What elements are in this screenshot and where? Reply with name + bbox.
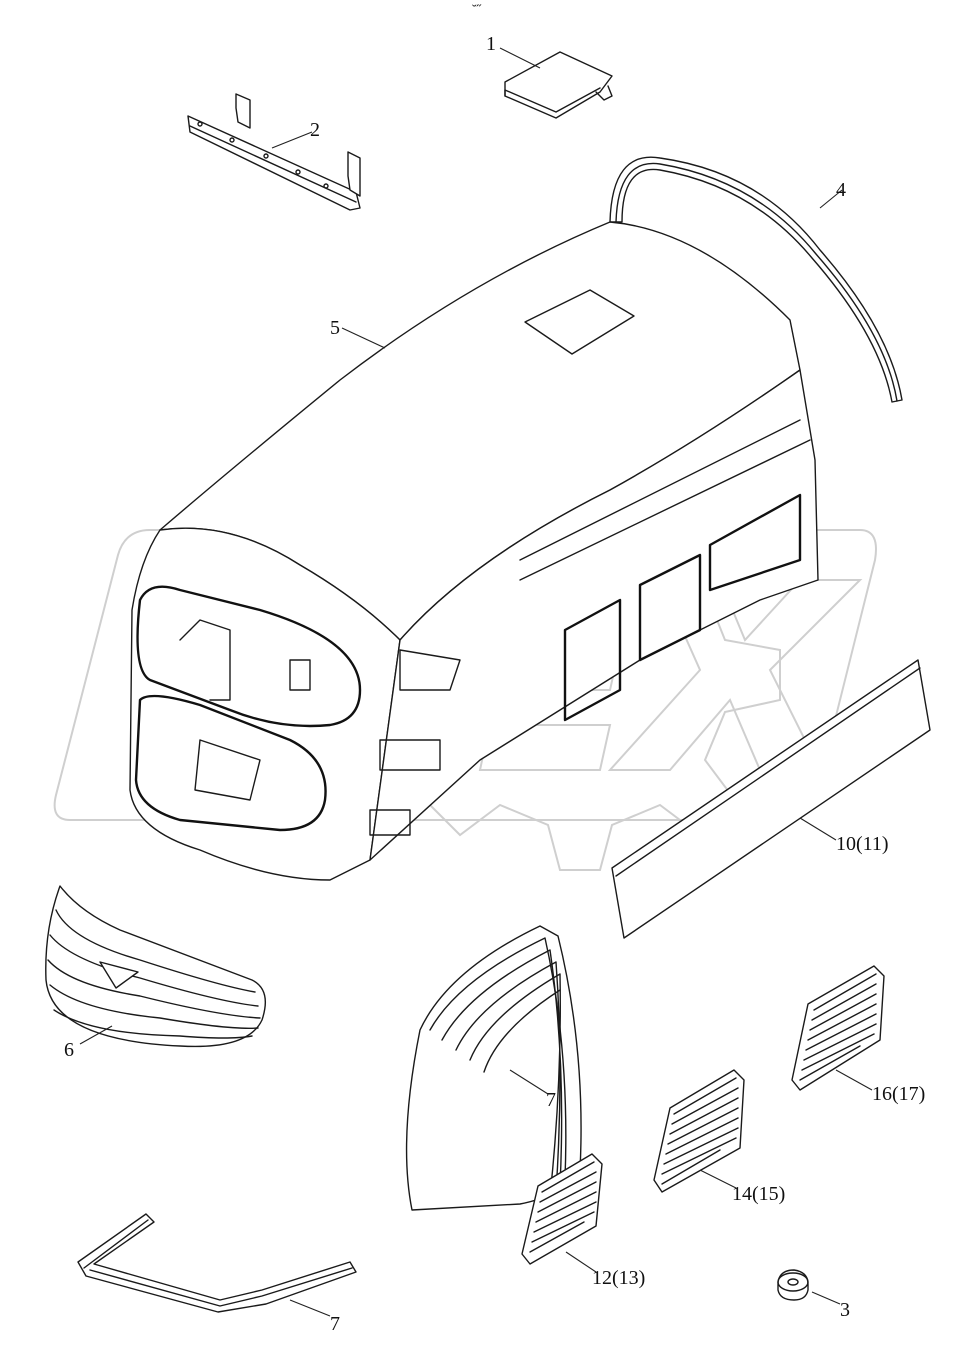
label-part-1: 1 <box>486 33 496 55</box>
part-10-side-panel: 10(11) <box>611 659 931 939</box>
label-part-5: 5 <box>330 317 340 339</box>
part-8-side-grille: 7 <box>405 925 582 1211</box>
label-part-8: 7 <box>546 1089 556 1111</box>
header-mark: ˘˝ <box>472 3 482 18</box>
label-part-10: 10(11) <box>836 833 889 855</box>
part-7-seal: 3 7 7 <box>77 1213 357 1335</box>
part-6-front-grille: 6 <box>45 885 266 1061</box>
label-part-2: 2 <box>310 119 320 141</box>
label-part-12: 12(13) <box>592 1267 645 1289</box>
part-3-washer: 3 <box>777 1269 850 1321</box>
label-part-7-text: 7 <box>330 1313 340 1335</box>
label-part-3: 3 <box>840 1299 850 1321</box>
part-14-vent: 14(15) <box>653 1069 785 1205</box>
label-part-16: 16(17) <box>872 1083 925 1105</box>
label-part-14: 14(15) <box>732 1183 785 1205</box>
part-12-vent: 12(13) <box>521 1153 645 1289</box>
label-part-6: 6 <box>64 1039 74 1061</box>
part-4-seal-strip: 4 <box>609 156 903 403</box>
part-5-hood: 5 <box>129 221 819 881</box>
part-2-bracket: 2 <box>187 93 361 211</box>
part-16-vent: 16(17) <box>791 965 925 1105</box>
part-1-cover-plate: 1 <box>486 33 613 119</box>
label-part-4: 4 <box>836 179 846 201</box>
